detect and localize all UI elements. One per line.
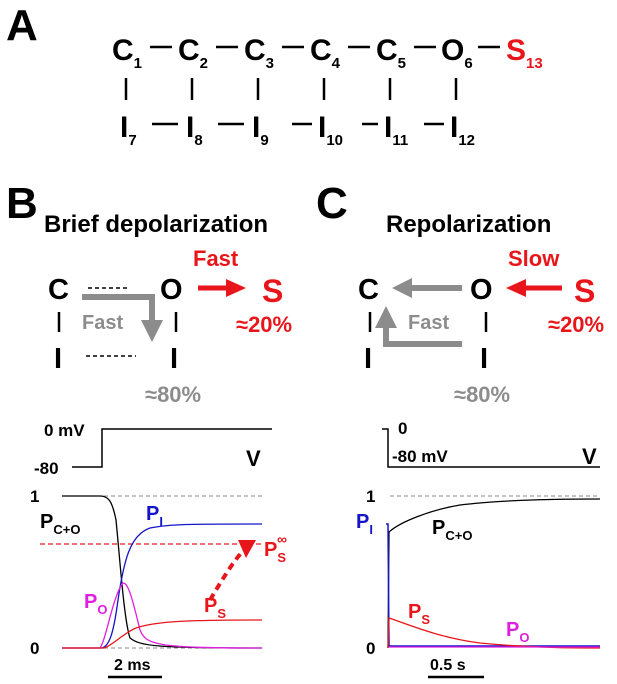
b-state-o: O — [160, 274, 183, 306]
b-label-po: PO — [84, 591, 107, 617]
b-ps-inf-arrow — [208, 548, 246, 602]
state-i11: I11 — [384, 111, 408, 149]
c-trace-pi — [386, 523, 600, 647]
state-i8: I8 — [186, 111, 203, 149]
b-fast-gray-label: Fast — [82, 312, 123, 334]
b-y-one: 1 — [30, 487, 39, 506]
c-label-pi: PI — [356, 511, 373, 537]
b-scale-bar-label: 2 ms — [114, 657, 151, 674]
panel-a-letter: A — [6, 1, 38, 50]
state-i12: I12 — [450, 111, 475, 149]
b-trace-po — [62, 582, 263, 649]
c-slow-red-label: Slow — [508, 246, 560, 271]
state-i10: I10 — [318, 111, 343, 149]
state-i7: I7 — [120, 111, 137, 149]
panel-b-voltage-protocol: 0 mV -80 V — [34, 421, 272, 478]
c-gray-fast-arrow — [383, 326, 462, 347]
c-trace-ps — [387, 617, 601, 649]
b-gray-arrow-head — [141, 320, 163, 342]
c-state-o: O — [470, 274, 493, 306]
c-trace-pco — [387, 498, 601, 649]
b-label-pco: PC+O — [40, 511, 80, 537]
b-v-label: V — [246, 446, 261, 471]
panel-b-letter: B — [6, 179, 38, 228]
b-y-zero: 0 — [30, 639, 39, 658]
panel-c-voltage-protocol: 0 -80 mV V — [382, 419, 600, 469]
b-v-bottom-label: -80 — [34, 459, 59, 478]
c-v-bottom-label: -80 mV — [392, 447, 448, 466]
b-state-i-left: I — [54, 343, 62, 375]
c-y-zero: 0 — [366, 639, 375, 658]
c-y-one: 1 — [366, 487, 375, 506]
state-s13: S13 — [506, 34, 543, 72]
state-c5: C5 — [376, 34, 406, 72]
b-gray-fast-arrow — [82, 294, 155, 322]
c-label-po: PO — [506, 619, 529, 645]
c-state-s: S — [574, 273, 595, 309]
c-gray-fast-arrow-head — [375, 306, 397, 328]
c-v-label: V — [582, 444, 597, 469]
b-label-ps: PS — [204, 595, 226, 621]
panel-b-scheme: C O S I I Fast Fast ≈20% ≈80% — [48, 246, 292, 407]
b-ps-inf-arrow-head — [238, 540, 256, 558]
b-state-c: C — [48, 274, 69, 306]
state-i9: I9 — [252, 111, 269, 149]
panel-c-plot: 1 0 PI PC+O PS PO 0.5 s — [356, 487, 601, 679]
b-trace-ps — [62, 619, 263, 649]
c-gray-oc-arrow-head — [392, 278, 412, 298]
panel-b-title: Brief depolarization — [44, 211, 268, 238]
c-label-pco: PC+O — [432, 517, 472, 543]
c-state-c: C — [358, 274, 379, 306]
b-voltage-step — [72, 428, 272, 468]
b-red-arrow-head — [226, 279, 246, 297]
c-red-arrow-head — [506, 279, 526, 297]
b-v-top-label: 0 mV — [44, 421, 85, 440]
panel-a-connectors — [124, 45, 500, 126]
b-state-s: S — [262, 273, 283, 309]
panel-c-scheme: C O S I I Fast Slow ≈20% ≈80% — [358, 246, 604, 407]
c-state-i-right: I — [480, 343, 488, 375]
c-state-i-left: I — [364, 343, 372, 375]
b-state-i-right: I — [170, 343, 178, 375]
panel-b-plot: 1 0 PC+O PI PO PS PS∞ 2 ms — [30, 487, 287, 679]
state-c2: C2 — [178, 34, 208, 72]
c-label-ps: PS — [408, 601, 430, 627]
panel-c-title: Repolarization — [386, 211, 551, 238]
state-c4: C4 — [310, 34, 341, 72]
b-label-ps-inf: PS∞ — [264, 531, 287, 565]
b-trace-pco — [62, 495, 263, 649]
b-label-pi: PI — [146, 503, 163, 529]
c-pct-i: ≈80% — [454, 382, 510, 407]
c-fast-gray-label: Fast — [408, 312, 449, 334]
state-c3: C3 — [244, 34, 274, 72]
panel-c-letter: C — [316, 179, 348, 228]
b-fast-red-label: Fast — [193, 246, 239, 271]
c-v-top-label: 0 — [398, 419, 407, 438]
c-pct-s: ≈20% — [548, 312, 604, 337]
b-pct-s: ≈20% — [236, 312, 292, 337]
state-o6: O6 — [441, 34, 473, 72]
state-c1: C1 — [112, 34, 142, 72]
c-scale-bar-label: 0.5 s — [430, 657, 466, 674]
b-trace-pi — [62, 523, 263, 649]
c-voltage-step — [382, 428, 600, 468]
b-pct-i: ≈80% — [145, 382, 201, 407]
panel-a-scheme: C1 C2 C3 C4 C5 O6 S13 I7 I8 I9 I10 I11 I… — [112, 34, 543, 149]
